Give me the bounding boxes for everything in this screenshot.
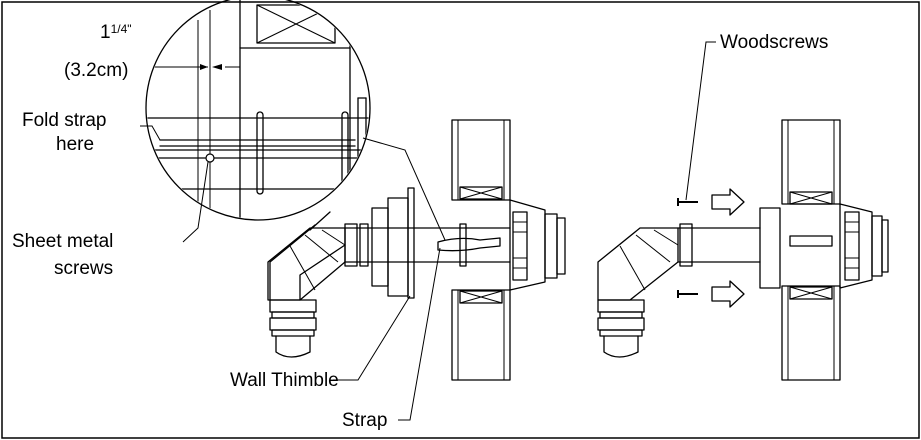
- woodscrews-label: Woodscrews: [720, 32, 828, 53]
- fold-strap-label-line1: Fold strap: [22, 110, 106, 131]
- sheet-metal-label-line2: screws: [54, 258, 113, 279]
- leader-woodscrews: [685, 41, 716, 201]
- dimension-metric-label: (3.2cm): [64, 60, 128, 81]
- dimension-label: 11/4": [100, 22, 132, 43]
- fold-strap-label-line2: here: [56, 134, 94, 155]
- woodscrew-lower: [677, 290, 698, 298]
- direction-arrow-upper: [711, 188, 745, 216]
- direction-arrow-lower: [711, 280, 745, 308]
- leader-strap: [398, 247, 441, 421]
- wall-thimble-label: Wall Thimble: [230, 370, 339, 391]
- strap-label: Strap: [342, 410, 387, 431]
- right-vent-assembly: [597, 119, 889, 381]
- detail-leader: [362, 137, 446, 241]
- sheet-metal-label-line1: Sheet metal: [12, 231, 113, 252]
- leader-wall-thimble: [333, 295, 411, 381]
- detail-magnifier: [145, 0, 371, 221]
- left-vent-assembly: [267, 119, 566, 381]
- woodscrew-upper: [677, 198, 698, 206]
- leader-sheet-metal: [182, 161, 209, 243]
- leader-fold-strap: [140, 125, 161, 141]
